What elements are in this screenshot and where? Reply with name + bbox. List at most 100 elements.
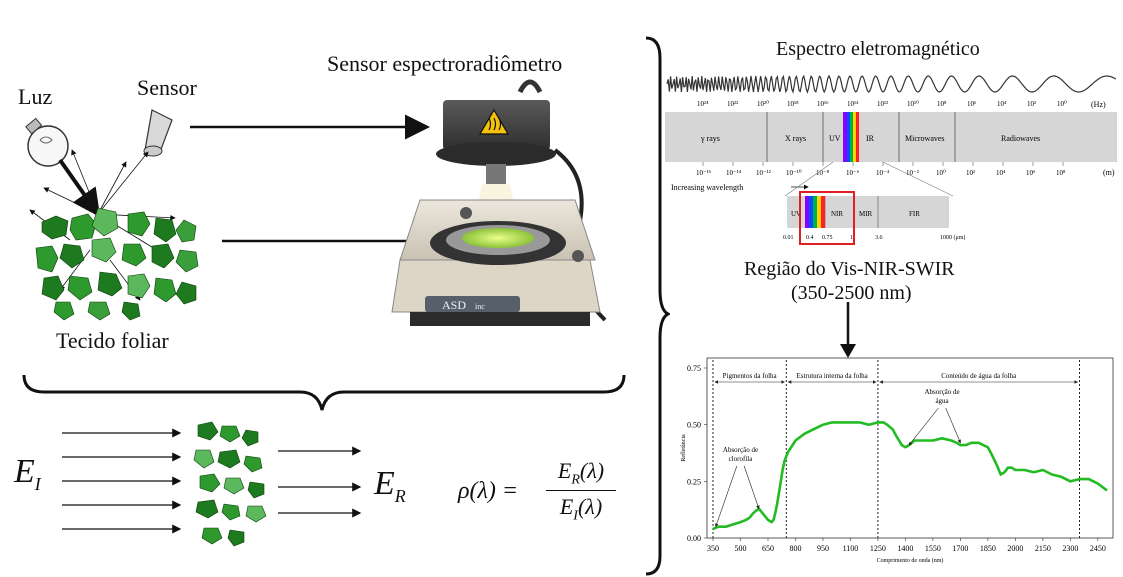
zoom-tick-label: 0.01 xyxy=(783,235,794,241)
freq-tick-label: 10¹⁸ xyxy=(787,100,799,108)
visible-band-green xyxy=(850,112,853,162)
zoom-yellow xyxy=(817,196,821,228)
zoom-violet xyxy=(805,196,809,228)
zoom-green xyxy=(813,196,817,228)
band-label: γ rays xyxy=(700,134,720,143)
zoom-band-label: FIR xyxy=(909,210,920,218)
spectroradiometer-device xyxy=(391,79,607,326)
reflected-energy-label: ER xyxy=(374,465,406,506)
freq-tick-label: 10¹⁴ xyxy=(847,100,859,108)
wave-unit: (m) xyxy=(1103,168,1115,177)
incident-energy-label: EI xyxy=(14,453,41,494)
y-tick-label: 0.25 xyxy=(687,477,701,486)
freq-tick-label: 10²⁰ xyxy=(757,100,769,108)
freq-tick-label: 10⁴ xyxy=(997,100,1007,108)
visible-band-red xyxy=(856,112,859,162)
y-axis-label: Refletância xyxy=(680,434,687,462)
leaf-tissue xyxy=(35,207,199,321)
zoom-tick-label: 0.4 xyxy=(806,235,814,241)
luz-label: Luz xyxy=(18,84,53,109)
band-label: Microwaves xyxy=(905,134,945,143)
wave-tick-label: 10² xyxy=(966,169,975,177)
x-tick-label: 650 xyxy=(762,544,774,553)
zoom-tick-label: 1000 (μm) xyxy=(940,234,965,241)
left-panel: Luz Sensor Sensor espectroradiômetro Tec… xyxy=(14,51,626,547)
x-tick-label: 2150 xyxy=(1035,544,1051,553)
zoom-band-label: MIR xyxy=(859,210,873,218)
region-label: Estrutura interna da folha xyxy=(796,372,868,380)
freq-tick-label: 10¹² xyxy=(877,100,888,108)
vis-nir-highlight xyxy=(799,191,855,245)
x-tick-label: 800 xyxy=(789,544,801,553)
horizontal-brace xyxy=(22,374,626,411)
x-tick-label: 1700 xyxy=(952,544,968,553)
freq-tick-label: 10⁶ xyxy=(967,100,977,108)
visible-band-yellow xyxy=(853,112,856,162)
zoom-blue xyxy=(809,196,813,228)
freq-tick-label: 10¹⁰ xyxy=(907,100,919,108)
wave-tick-label: 10⁰ xyxy=(936,169,946,177)
light-rays xyxy=(29,149,176,301)
device-title: Sensor espectroradiômetro xyxy=(327,51,563,76)
annotation-arrow xyxy=(945,407,961,444)
x-tick-label: 1400 xyxy=(897,544,913,553)
freq-tick-label: 10⁰ xyxy=(1057,100,1067,108)
zoom-red xyxy=(821,196,825,228)
left-drawing: ASD inc xyxy=(22,79,626,547)
device-brand: ASD xyxy=(442,298,466,312)
freq-tick-label: 10²² xyxy=(727,100,738,108)
visible-band-blue xyxy=(847,112,850,162)
x-tick-label: 2450 xyxy=(1090,544,1106,553)
wave-tick-label: 10⁻⁴ xyxy=(876,169,890,177)
region-label: Conteúdo de água da folha xyxy=(941,372,1017,380)
reflectance-curve xyxy=(712,421,1108,531)
em-wave xyxy=(666,74,1117,94)
tissue-label: Tecido foliar xyxy=(56,328,169,353)
increasing-label: Increasing wavelength xyxy=(671,183,743,192)
reflected-arrows xyxy=(278,446,362,518)
x-tick-label: 2000 xyxy=(1007,544,1023,553)
wave-tick-label: 10⁻¹² xyxy=(756,169,771,177)
x-tick-label: 500 xyxy=(734,544,746,553)
x-tick-label: 1100 xyxy=(843,544,859,553)
wave-tick-label: 10⁶ xyxy=(1026,169,1036,177)
wave-tick-label: 10⁻⁶ xyxy=(846,169,860,177)
wave-tick-label: 10⁻⁸ xyxy=(816,169,830,177)
x-tick-label: 950 xyxy=(817,544,829,553)
freq-tick-label: 10⁸ xyxy=(937,100,947,108)
x-tick-label: 1850 xyxy=(980,544,996,553)
zoom-band-label: UV xyxy=(791,210,801,218)
y-tick-label: 0.50 xyxy=(687,421,701,430)
freq-tick-label: 10² xyxy=(1027,100,1036,108)
zoom-line-right xyxy=(882,161,954,197)
light-bulb-icon xyxy=(25,117,69,167)
y-tick-label: 0.00 xyxy=(687,534,701,543)
sensor-label: Sensor xyxy=(137,75,197,100)
zoom-tick-label: 0.75 xyxy=(822,235,833,241)
wave-tick-label: 10⁻² xyxy=(906,169,919,177)
annotation-arrow xyxy=(715,465,738,528)
band-label: UV xyxy=(829,134,841,143)
region-range: (350-2500 nm) xyxy=(791,282,912,304)
zoom-tick-label: 3.6 xyxy=(875,235,883,241)
sensor-icon xyxy=(143,109,173,157)
wave-tick-label: 10⁻¹⁰ xyxy=(786,169,802,177)
chart-frame xyxy=(706,357,1114,539)
visible-band-violet xyxy=(843,112,847,162)
band-dividers xyxy=(766,112,956,162)
zoom-tick-label: 1 xyxy=(850,235,853,241)
x-tick-label: 1550 xyxy=(925,544,941,553)
fraction-bar xyxy=(546,490,616,491)
annotation-arrow xyxy=(908,407,939,446)
wave-tick-label: 10⁴ xyxy=(996,169,1006,177)
band-bar xyxy=(665,112,1117,162)
spectrum-title: Espectro eletromagnético xyxy=(776,38,980,60)
y-tick-label: 0.75 xyxy=(687,364,701,373)
region-title: Região do Vis-NIR-SWIR xyxy=(744,258,955,280)
vertical-brace xyxy=(645,36,670,576)
